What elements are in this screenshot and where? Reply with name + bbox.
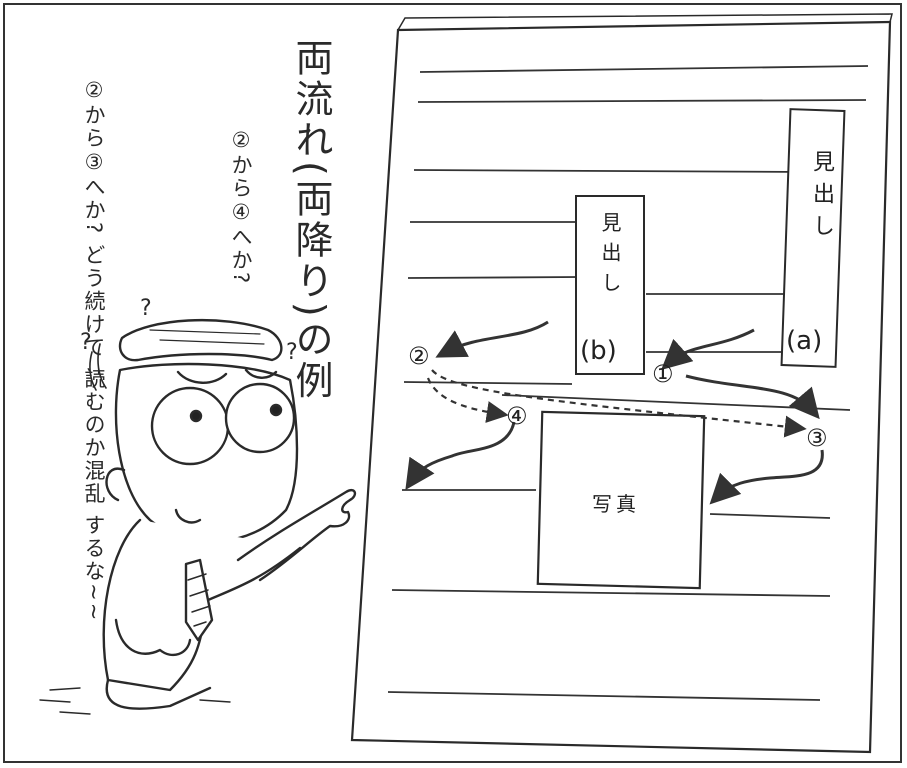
photo-label: 写真 (592, 492, 640, 516)
step-marker-2: ② (408, 342, 430, 370)
step-marker-4: ④ (506, 402, 528, 430)
left-eye-lens (150, 386, 230, 466)
headline-b-label: 見出し (598, 212, 622, 302)
necktie (184, 558, 214, 642)
question-mark-top: ? (140, 296, 152, 321)
headline-b-box (575, 195, 645, 375)
panel-frame (3, 3, 902, 763)
question-mark-right: ? (286, 340, 298, 365)
headline-b-tag: (b) (580, 336, 617, 366)
headline-a-tag: (a) (786, 326, 823, 356)
diagram-title: 両流れ(両降り)の例 (289, 38, 333, 402)
cartoon-character (39, 318, 357, 715)
thought-question-1: ②から④へか? (229, 128, 253, 286)
reading-arrows (405, 320, 824, 505)
step-marker-3: ③ (806, 424, 828, 452)
newspaper-sheet (350, 20, 892, 754)
step-marker-1: ① (652, 360, 674, 388)
headline-a-box (780, 108, 846, 368)
photo-box (536, 410, 706, 590)
question-mark-left: ? (80, 330, 92, 355)
newspaper-sheet-back-edge (397, 13, 893, 31)
right-eye-lens (224, 382, 296, 454)
thought-question-2: ②から③へか? どう続けて 読むのか混乱 するな~~ (82, 78, 106, 623)
headline-a-label: 見出し (809, 150, 834, 246)
dashed-arrows (426, 369, 807, 438)
